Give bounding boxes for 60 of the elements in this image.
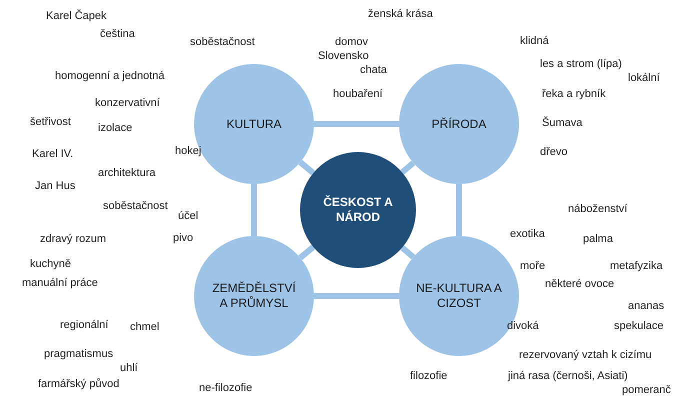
keyword-label: domov: [335, 36, 368, 48]
keyword-label: chmel: [130, 321, 160, 333]
keyword-label: divoká: [507, 320, 539, 332]
concept-label: PŘÍRODA: [432, 116, 486, 132]
keyword-label: palma: [583, 233, 613, 245]
keyword-label: chata: [360, 64, 387, 76]
keyword-label: ananas: [628, 300, 664, 312]
concept-label: ČESKOST A NÁROD: [323, 195, 393, 225]
keyword-label: pivo: [173, 232, 194, 244]
connector-line: [298, 244, 316, 260]
keyword-label: Karel IV.: [32, 148, 74, 160]
keyword-label: moře: [520, 260, 546, 272]
connector-line: [400, 245, 416, 260]
keyword-label: izolace: [98, 122, 132, 134]
keyword-label: některé ovoce: [545, 278, 614, 290]
keyword-label: architektura: [98, 167, 156, 179]
keyword-label: kuchyně: [30, 258, 71, 270]
keyword-label: zdravý rozum: [40, 233, 106, 245]
concept-label: KULTURA: [226, 116, 282, 132]
connector-line: [314, 293, 399, 299]
keyword-label: rezervovaný vztah k cizímu: [519, 349, 652, 361]
keyword-label: dřevo: [540, 146, 568, 158]
keyword-label: náboženství: [568, 203, 628, 215]
keyword-label: hokej: [175, 145, 202, 157]
keyword-label: spekulace: [614, 320, 664, 332]
keyword-label: regionální: [60, 319, 108, 331]
connector-line: [298, 160, 316, 176]
keyword-label: pragmatismus: [44, 348, 114, 360]
keyword-label: konzervativní: [95, 97, 160, 109]
keyword-label: šetřivost: [30, 116, 71, 128]
keyword-label: soběstačnost: [103, 200, 168, 212]
connector-line: [314, 121, 399, 127]
connector-line: [251, 184, 257, 236]
keyword-label: Karel Čapek: [46, 10, 107, 22]
keyword-label: houbaření: [333, 88, 383, 100]
keyword-label: Slovensko: [318, 50, 369, 62]
keyword-label: klidná: [520, 35, 549, 47]
keyword-label: les a strom (lípa): [540, 58, 622, 70]
connector-line: [456, 184, 462, 236]
concept-label: NE-KULTURA A CIZOST: [415, 281, 503, 311]
keyword-label: uhlí: [120, 362, 138, 374]
connector-line: [400, 160, 416, 175]
keyword-label: čeština: [100, 28, 135, 40]
keyword-label: homogenní a jednotná: [55, 70, 164, 82]
keyword-label: farmářský původ: [38, 378, 120, 390]
keyword-label: lokální: [628, 72, 660, 84]
keyword-label: jiná rasa (černoši, Asiati): [508, 370, 628, 382]
keyword-label: soběstačnost: [190, 36, 255, 48]
keyword-label: řeka a rybník: [542, 88, 606, 100]
keyword-label: pomeranč: [622, 384, 671, 396]
keyword-label: účel: [178, 210, 198, 222]
keyword-label: Jan Hus: [35, 180, 76, 192]
keyword-label: ženská krása: [368, 8, 433, 20]
keyword-label: Šumava: [542, 117, 582, 129]
keyword-label: filozofie: [410, 370, 448, 382]
keyword-label: metafyzika: [610, 260, 663, 272]
keyword-label: manuální práce: [22, 277, 98, 289]
concept-label: ZEMĚDĚLSTVÍ A PRŮMYSL: [211, 281, 297, 311]
keyword-label: exotika: [510, 228, 545, 240]
keyword-label: ne-filozofie: [199, 382, 252, 394]
